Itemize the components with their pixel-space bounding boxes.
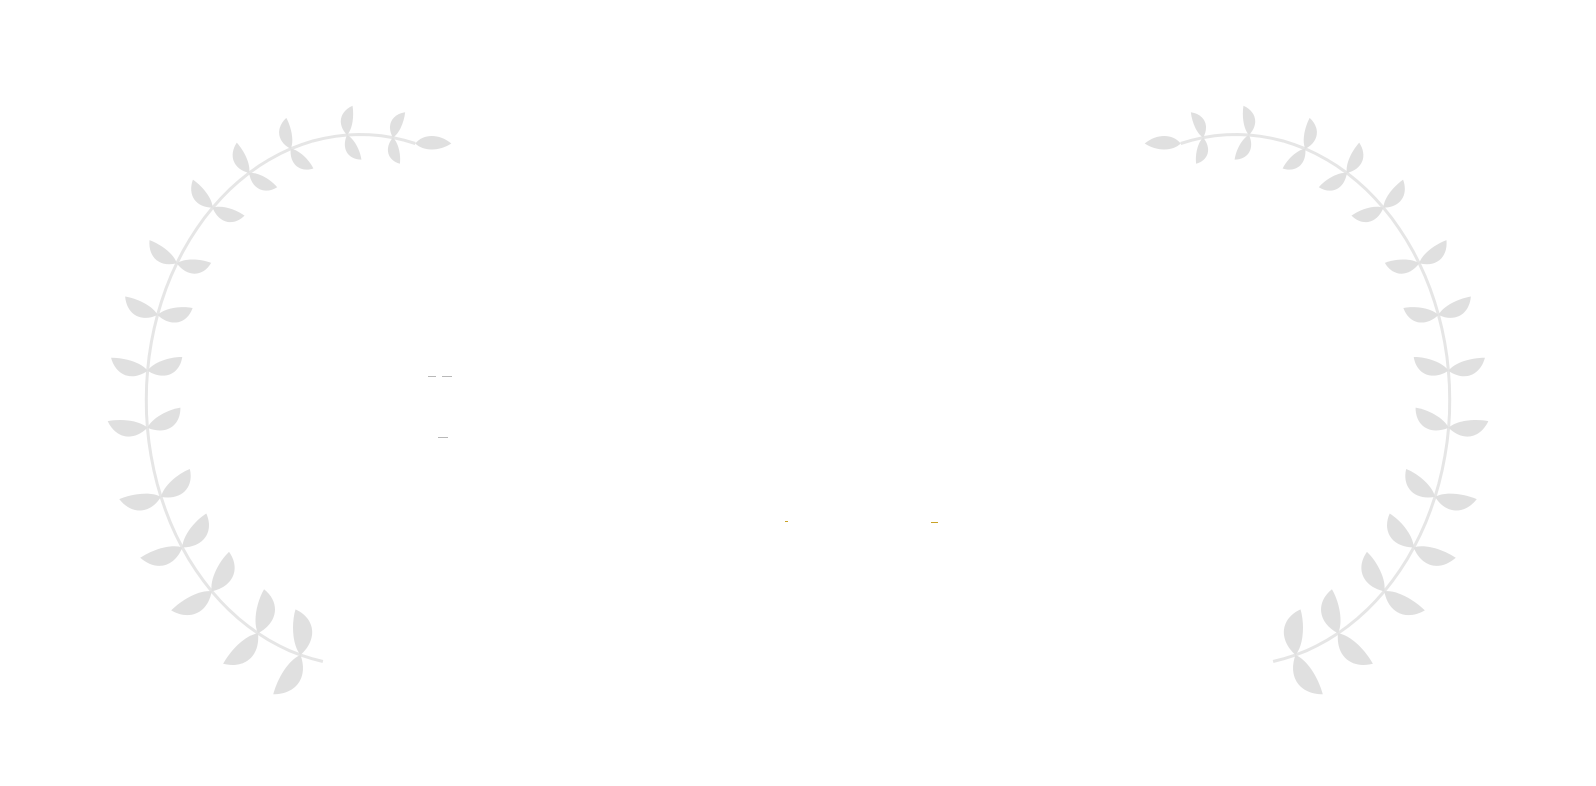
laurel-right-icon	[1144, 105, 1489, 695]
laurel-leaf	[1234, 135, 1252, 160]
laurel-leaf	[147, 357, 183, 376]
laurel-leaf	[293, 609, 313, 655]
faint-mark-3	[438, 437, 448, 438]
laurel-leaf	[223, 633, 259, 665]
laurel-leaf	[387, 137, 401, 164]
laurel-leaf	[125, 296, 158, 318]
laurel-leaf	[1438, 296, 1471, 318]
laurel-leaf	[107, 420, 148, 437]
laurel-leaf	[1413, 357, 1449, 376]
laurel-leaf	[390, 112, 406, 138]
faint-mark-5	[931, 522, 938, 523]
laurel-leaf	[161, 468, 191, 498]
laurel-leaf	[1383, 179, 1405, 208]
laurel-leaf	[232, 142, 250, 173]
laurel-leaf	[1405, 468, 1435, 498]
laurel-leaf	[279, 117, 293, 149]
laurel-stem	[144, 132, 416, 663]
laurel-wreath-left	[60, 100, 460, 700]
laurel-leaf	[1384, 591, 1425, 616]
laurel-leaf	[1448, 357, 1485, 377]
laurel-leaf	[1190, 112, 1206, 138]
laurel-leaf	[1303, 117, 1317, 149]
laurel-leaf	[1361, 551, 1385, 592]
laurel-leaf	[290, 148, 314, 170]
laurel-leaf	[1242, 105, 1256, 135]
laurel-leaf	[176, 259, 212, 274]
laurel-leaf	[182, 513, 209, 548]
laurel-leaf	[211, 551, 235, 592]
laurel-leaf	[119, 493, 161, 511]
laurel-leaf	[1403, 307, 1439, 323]
laurel-leaf	[249, 172, 278, 191]
laurel-leaf	[191, 179, 213, 208]
laurel-leaf	[1415, 407, 1449, 431]
laurel-leaf	[157, 307, 193, 323]
laurel-leaf	[273, 655, 303, 695]
laurel-wreath-right	[1136, 100, 1536, 700]
faint-mark-1	[428, 376, 436, 377]
laurel-leaf	[1144, 136, 1181, 150]
laurel-leaf	[1346, 142, 1364, 173]
laurel-leaf	[255, 589, 275, 634]
faint-mark-2	[442, 376, 452, 377]
laurel-leaf	[1318, 172, 1347, 191]
laurel-leaf	[1448, 420, 1489, 437]
laurel-leaf	[1195, 137, 1209, 164]
laurel-leaf	[147, 407, 181, 431]
laurel-leaf	[1293, 655, 1323, 695]
laurel-leaf	[212, 206, 245, 223]
laurel-leaf	[1384, 259, 1420, 274]
laurel-leaf	[1419, 240, 1447, 265]
laurel-leaf	[340, 105, 354, 135]
laurel-leaf	[1435, 493, 1477, 511]
laurel-leaf	[111, 357, 148, 377]
laurel-left-icon	[107, 105, 452, 695]
laurel-leaf	[171, 591, 212, 616]
laurel-leaf	[1282, 148, 1306, 170]
laurel-leaf	[1337, 633, 1373, 665]
laurel-leaf	[140, 546, 183, 566]
laurel-leaf	[1283, 609, 1303, 655]
laurel-leaf	[415, 136, 452, 150]
laurel-leaf	[1413, 546, 1456, 566]
laurel-stem	[1180, 132, 1452, 663]
laurel-leaf	[1351, 206, 1384, 223]
laurel-leaf	[149, 240, 177, 265]
laurel-leaf	[1387, 513, 1414, 548]
laurel-leaf	[344, 135, 362, 160]
laurel-leaf	[1321, 589, 1341, 634]
faint-mark-4	[785, 521, 788, 522]
